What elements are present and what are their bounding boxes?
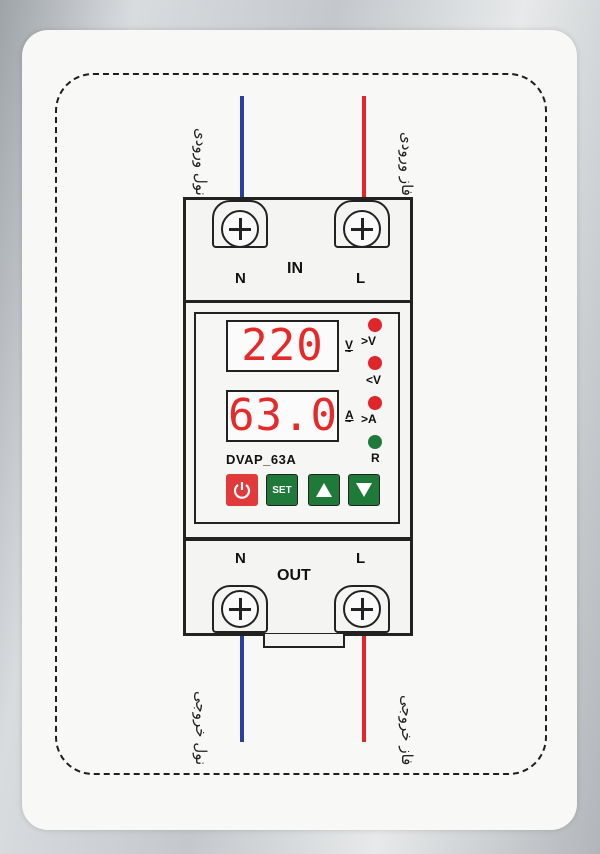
output-n-screw-icon <box>221 590 259 628</box>
din-clip <box>263 634 345 648</box>
power-icon <box>233 482 251 499</box>
neutral-out-label: نول خروجی <box>192 690 210 765</box>
neutral-out-wire <box>240 630 244 742</box>
set-button-label: SET <box>272 484 292 496</box>
neutral-in-label: نول ورودی <box>192 128 210 196</box>
phase-out-wire <box>362 630 366 742</box>
up-button[interactable] <box>308 474 340 506</box>
output-block-label: OUT <box>277 567 311 584</box>
over-current-label: >A <box>361 412 377 426</box>
input-l-label: L <box>356 270 366 287</box>
output-l-screw-icon <box>343 590 381 628</box>
current-display: 63.0 <box>226 390 339 442</box>
output-l-label: L <box>356 550 366 567</box>
input-n-label: N <box>235 270 246 287</box>
phase-in-label: فاز ورودی <box>398 132 416 196</box>
output-l-socket <box>334 585 390 633</box>
triangle-up-icon <box>316 483 332 497</box>
under-voltage-led-icon <box>368 356 382 370</box>
input-n-screw-icon <box>221 210 259 248</box>
relay-led-icon <box>368 435 382 449</box>
input-block-label: IN <box>287 260 303 277</box>
over-voltage-led-icon <box>368 318 382 332</box>
model-label: DVAP_63A <box>226 452 297 467</box>
triangle-down-icon <box>356 483 372 497</box>
down-button[interactable] <box>348 474 380 506</box>
power-button[interactable] <box>226 474 258 506</box>
voltage-unit-wave-icon: ~ <box>345 346 352 358</box>
under-voltage-label: <V <box>366 373 382 387</box>
phase-in-wire <box>362 96 366 206</box>
output-n-socket <box>212 585 268 633</box>
current-unit-wave-icon: ~ <box>345 416 352 428</box>
voltage-display: 220 <box>226 320 339 372</box>
set-button[interactable]: SET <box>266 474 298 506</box>
phase-out-label: فاز خروجی <box>398 694 416 765</box>
over-current-led-icon <box>368 396 382 410</box>
relay-label: R <box>371 451 380 465</box>
input-l-screw-icon <box>343 210 381 248</box>
voltage-unit: V <box>345 338 354 352</box>
neutral-in-wire <box>240 96 244 206</box>
dashed-border <box>55 73 547 775</box>
output-n-label: N <box>235 550 246 567</box>
over-voltage-label: >V <box>361 334 377 348</box>
current-unit: A <box>345 408 354 422</box>
